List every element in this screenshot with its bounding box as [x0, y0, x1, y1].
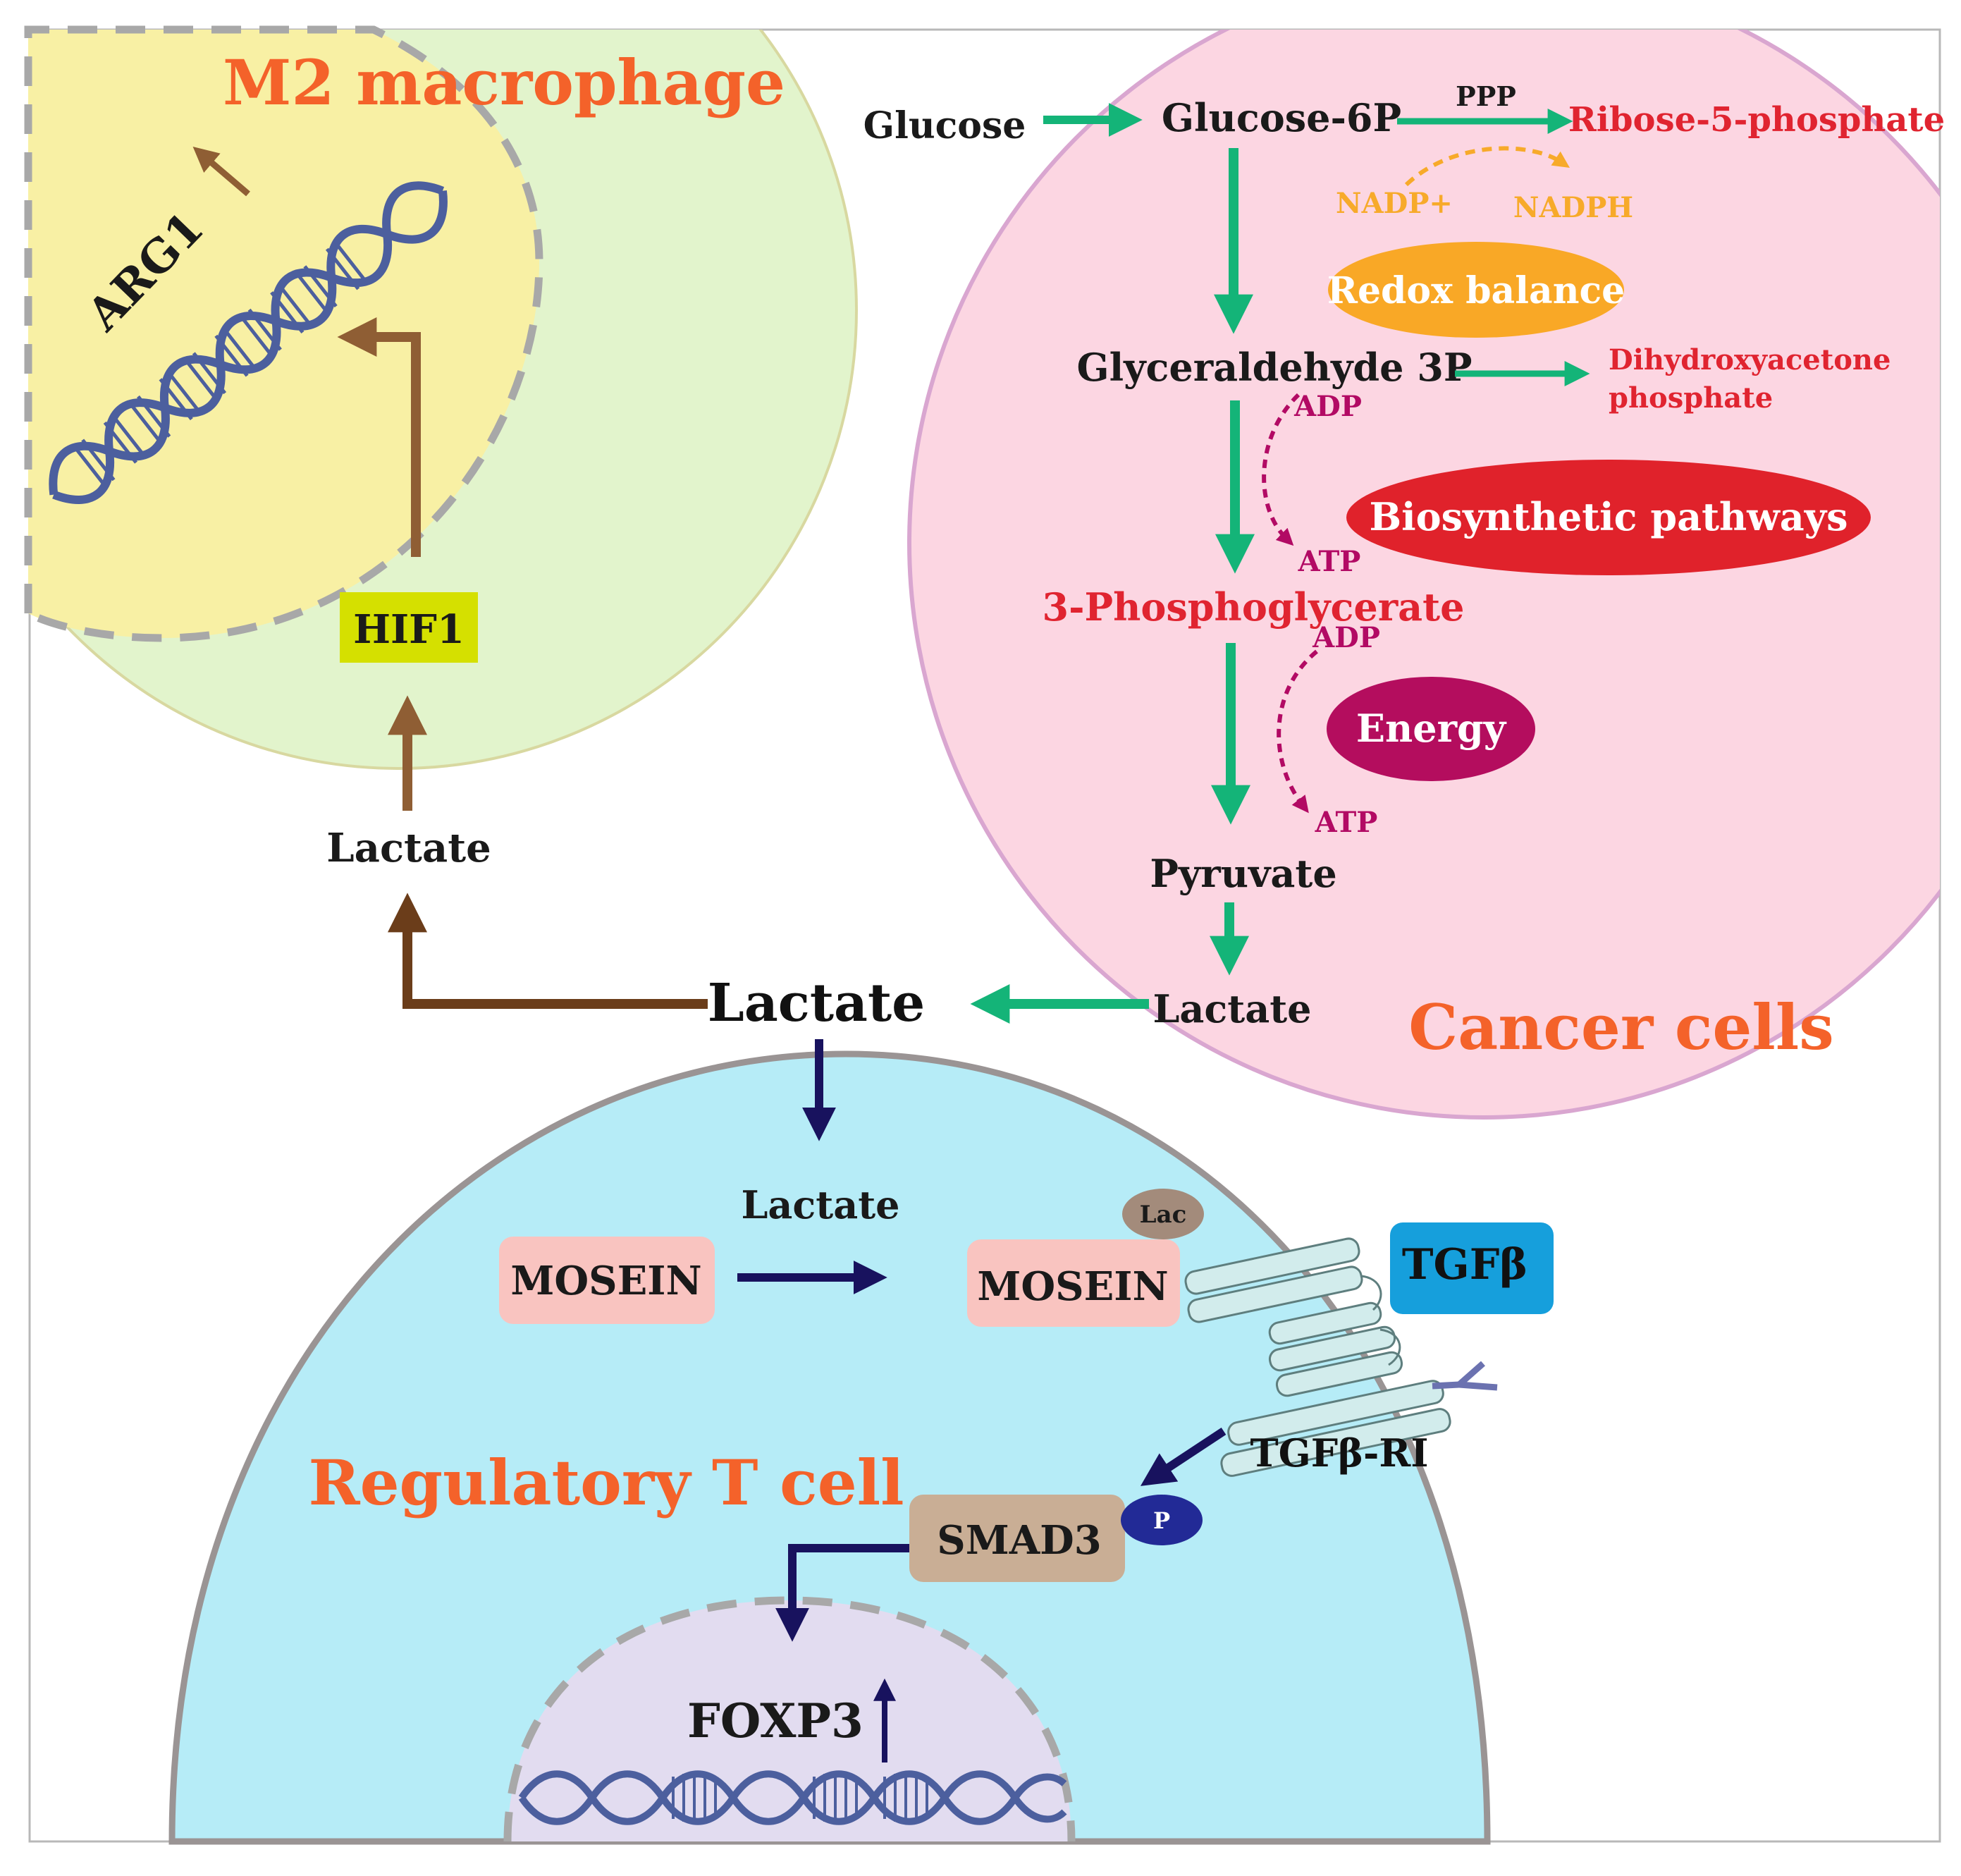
biosynthetic-pathways-ellipse: [1346, 460, 1871, 575]
tgfb-ligand-y-icon: [1432, 1361, 1498, 1391]
m2-nucleus-border: [24, 25, 543, 642]
phosphate-label: P: [1153, 1507, 1170, 1534]
adp-to-atp-arrow-1: [1262, 393, 1301, 546]
pyruvate-label: Pyruvate: [1150, 851, 1336, 896]
macrophage-lactate-label: Lactate: [326, 825, 491, 871]
glyceraldehyde-3p-label: Glyceraldehyde 3P: [1076, 345, 1472, 390]
cancer-cell: [907, 30, 1940, 1120]
lac-label: Lac: [1140, 1201, 1187, 1229]
regulatory-t-cell-title: Regulatory T cell: [308, 1446, 904, 1519]
nadph-label: NADPH: [1513, 191, 1633, 224]
adp-to-atp-arrow-2: [1277, 649, 1318, 814]
ribose-5-phosphate-label: Ribose-5-phosphate: [1568, 100, 1945, 140]
mosein-label-1: MOSEIN: [510, 1258, 701, 1304]
redox-balance-label: Redox balance: [1327, 269, 1625, 312]
tgfb-box: [1390, 1222, 1554, 1314]
energy-ellipse: [1327, 677, 1535, 781]
treg-lactate-label: Lactate: [741, 1182, 899, 1227]
redox-balance-ellipse: [1328, 242, 1624, 338]
smad3-to-nucleus-arrow: [775, 1544, 909, 1642]
tgfb-receptor-icon: [1184, 1237, 1451, 1477]
foxp3-dna-helix-icon: [518, 1770, 1067, 1825]
dihydroxyacetone-line1: Dihydroxyacetone: [1609, 343, 1891, 376]
biosynthetic-pathways-label: Biosynthetic pathways: [1369, 494, 1848, 539]
lac-ellipse: [1122, 1189, 1204, 1239]
hif1-to-arg1-arrow: [337, 317, 421, 557]
receptor-to-smad3-arrow: [1140, 1427, 1227, 1486]
mosein-label-2: MOSEIN: [977, 1263, 1168, 1310]
adp-label-2: ADP: [1312, 621, 1380, 654]
glucose-6p-label: Glucose-6P: [1162, 95, 1401, 140]
cancer-cells-title: Cancer cells: [1408, 991, 1834, 1064]
hif1-label: HIF1: [353, 606, 465, 653]
dihydroxyacetone-line2: phosphate: [1609, 381, 1773, 415]
hif1-box: [340, 592, 478, 663]
tgfb-ri-label: TGFβ-RI: [1250, 1430, 1428, 1476]
smad3-label: SMAD3: [937, 1517, 1101, 1564]
lactate-to-macrophage-arrow: [388, 893, 708, 1009]
tgfb-label: TGFβ: [1402, 1240, 1527, 1289]
foxp3-label: FOXP3: [687, 1693, 863, 1748]
arg1-upregulation-arrow: [192, 146, 250, 197]
arg1-dna-helix-icon: [49, 181, 448, 504]
m2-macrophage-title: M2 macrophage: [223, 46, 785, 119]
nadp-plus-label: NADP+: [1336, 187, 1453, 220]
atp-label-2: ATP: [1315, 806, 1378, 839]
atp-label-1: ATP: [1298, 545, 1361, 578]
phosphate-ellipse: [1121, 1495, 1203, 1545]
smad3-box: [909, 1495, 1125, 1582]
mosein-box-unmodified: [499, 1237, 715, 1324]
ppp-label: PPP: [1456, 80, 1516, 112]
3-phosphoglycerate-label: 3-Phosphoglycerate: [1043, 584, 1465, 630]
mosein-box-lactylated: [967, 1239, 1180, 1327]
adp-label-1: ADP: [1293, 390, 1362, 423]
nadp-to-nadph-arrow: [1404, 146, 1570, 187]
glucose-label: Glucose: [863, 104, 1026, 147]
cancer-lactate-label: Lactate: [1152, 986, 1311, 1031]
energy-label: Energy: [1356, 706, 1507, 751]
central-lactate-label: Lactate: [708, 973, 925, 1034]
